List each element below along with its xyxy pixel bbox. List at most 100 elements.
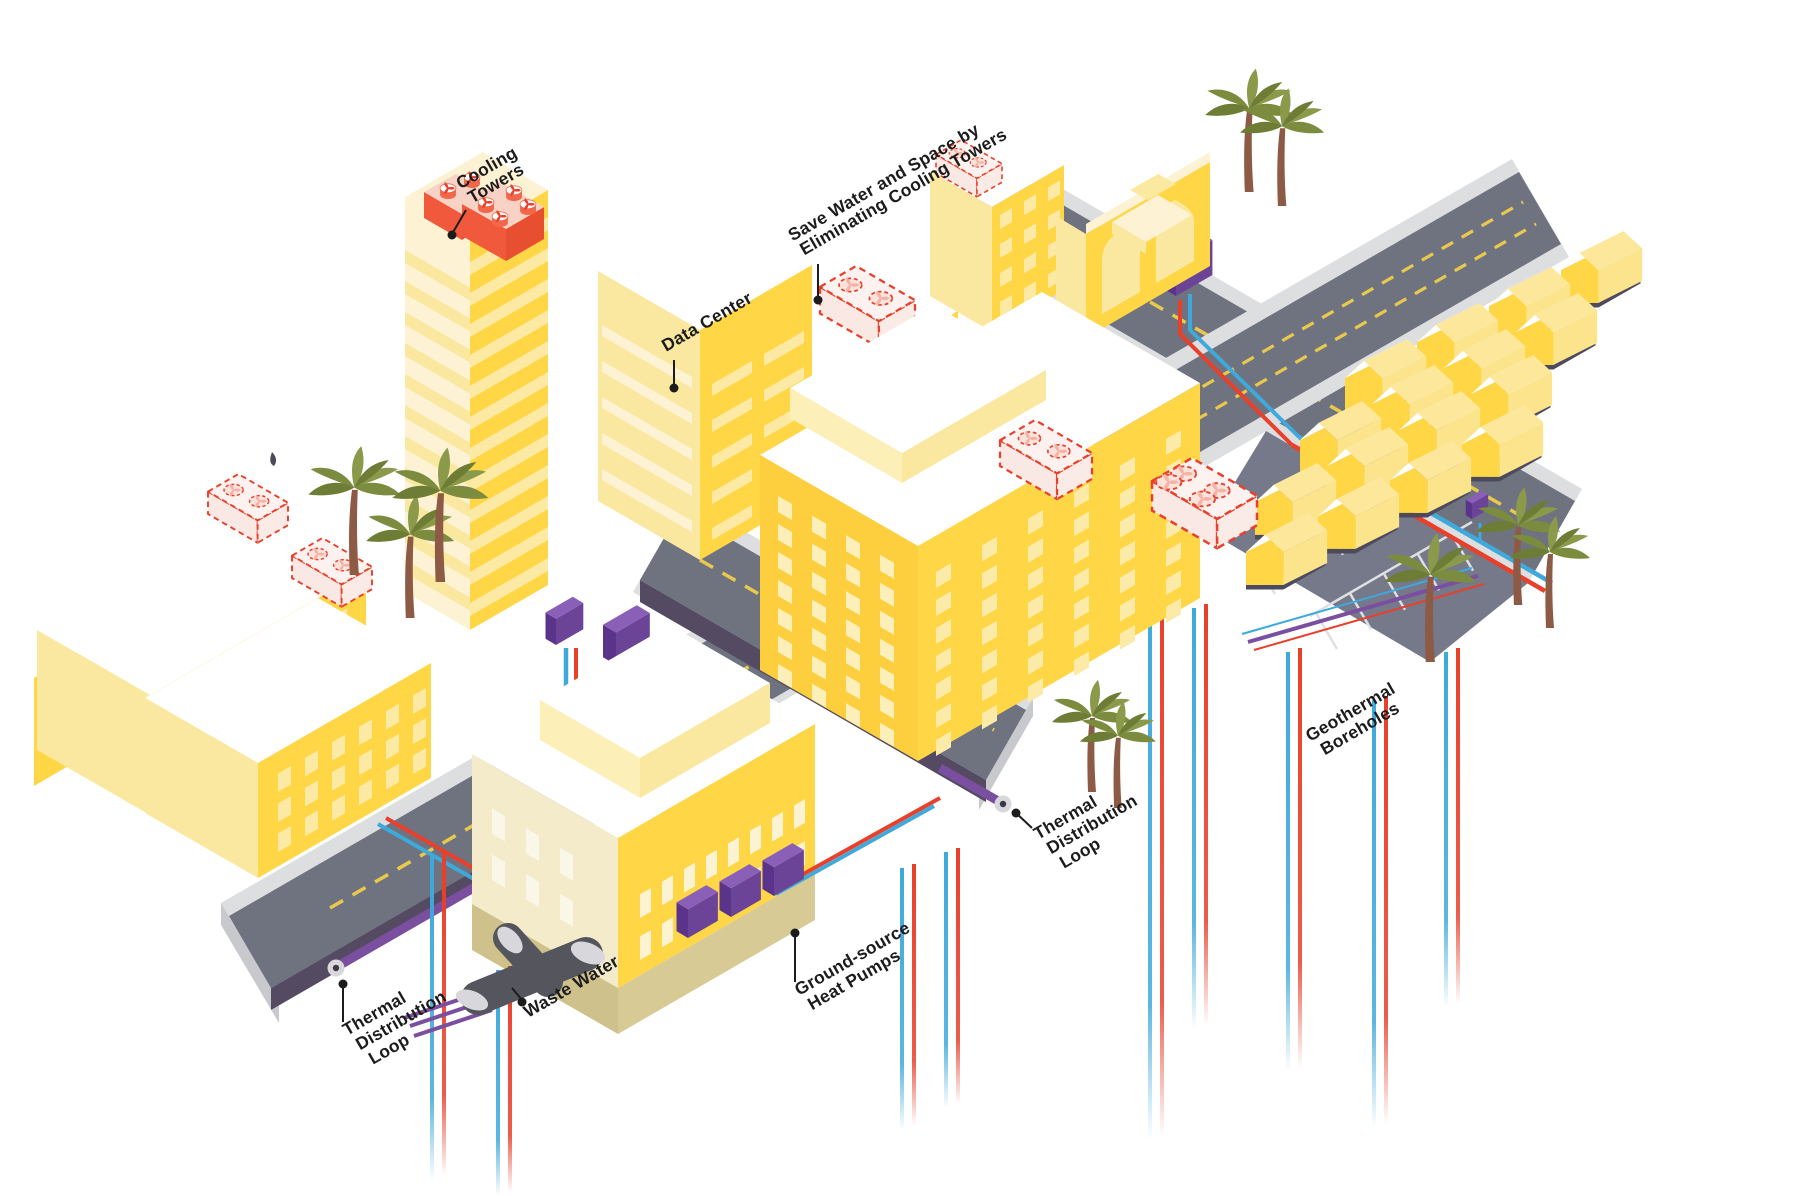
window-diamond [812,655,826,680]
ghost-fan-blade [1197,498,1203,508]
tower-stripe [470,403,548,461]
palm-leaf [354,482,401,496]
cooling-fan-icon [477,196,495,214]
thermal-loop-pipe-right [937,764,1003,806]
window-diamond [846,703,860,728]
palm-leaf [354,460,389,488]
tower-stripe [470,558,548,616]
ghost-fan-blade [317,552,325,556]
fan-cylinder-bottom [464,179,480,189]
cream-basement-front [618,874,815,1034]
window-strip [712,361,752,396]
window-strip [712,397,752,432]
building-cream-center [472,625,941,1196]
building-right-offices [760,292,1259,761]
tower-stripe [470,341,548,399]
heat-pump-front [688,892,718,938]
window-diamond [846,647,860,672]
cooling-block-side [506,207,544,261]
window-diamond [778,496,792,520]
house-roof-right [1264,513,1328,553]
ghost-side [976,162,1003,198]
fan-blade [486,200,493,204]
window-diamond [880,638,894,663]
palm-leaf [1079,731,1118,743]
ghost-cooling-tower [935,139,1003,198]
window [359,779,372,806]
cooling-block-front [424,192,462,240]
palm-leaf [1207,89,1250,109]
palm-trunk [1244,110,1254,192]
ghost-fan-blade [876,290,882,299]
window-diamond [1120,596,1135,622]
palm-leaf [1116,701,1126,736]
heat-pump-side [603,624,616,665]
geothermal-borehole-hot [912,864,916,1126]
cream-penthouse-roof [540,625,770,758]
palm-leaf [1428,533,1440,575]
house-roof-right [1318,401,1382,441]
ghost-fan-blade [1217,488,1227,493]
fan-blade [472,175,479,179]
window-strip [764,331,804,366]
waste-water-pipes [403,923,606,1038]
palm-leaf [1430,547,1465,575]
right-building-wing-roof [790,305,1046,453]
palm-tree [1510,516,1590,628]
palm-leaf [1282,108,1322,127]
ghost-fan-blade [975,162,979,168]
window-diamond [1120,484,1135,510]
tower-stripe [405,343,470,394]
palm-leaf [1092,692,1122,716]
window [772,811,783,842]
window-strip [712,469,752,504]
tower-stripe [470,310,548,368]
palm-tree [392,447,489,582]
ghost-cooling-tower [1150,456,1259,550]
leader-dot [790,928,800,938]
window [560,847,573,881]
window-diamond [880,554,894,579]
house-gable [1345,360,1383,411]
window [386,763,399,790]
palm-leaf [1117,719,1154,736]
window [750,824,761,855]
ghost-fan-icon [838,277,863,293]
house [1462,405,1544,482]
heat-pump-unit [719,864,761,917]
palm-fronds [1240,88,1325,134]
ghost-fan-blade [1024,431,1030,439]
bird-silhouette [270,452,277,466]
cooling-fan-icon [439,182,457,200]
window-diamond [982,648,997,674]
window-diamond [1120,568,1135,594]
heat-pump-side [719,881,731,917]
window-diamond [936,675,951,700]
house-gable [1255,484,1293,535]
palm-leaf [1090,680,1100,716]
house-gable [1318,498,1356,549]
palm-leaf [1081,719,1118,736]
palm-fronds [1476,487,1561,533]
window-diamond [982,536,997,562]
window [1024,281,1036,303]
house-gable [1471,376,1509,427]
waste-pipe-main [461,937,603,1015]
buildings-left [0,473,431,878]
house-side-wall [1283,530,1328,585]
window [305,810,318,837]
window [278,766,291,792]
window-diamond [1028,594,1043,619]
palm-leaf [1512,534,1550,552]
palm-leaf [1249,82,1283,109]
fan-hub [446,187,450,190]
geothermal-borehole-hot [1298,648,1302,1068]
house-side-wall [1355,494,1400,549]
ghost-fan-blade [1178,465,1185,474]
fan-blade [500,214,507,218]
palm-leaf [1384,569,1431,583]
window-diamond [1028,538,1043,563]
house-side-wall [1427,458,1472,513]
leader-dot [669,383,679,393]
window-diamond [846,675,860,700]
